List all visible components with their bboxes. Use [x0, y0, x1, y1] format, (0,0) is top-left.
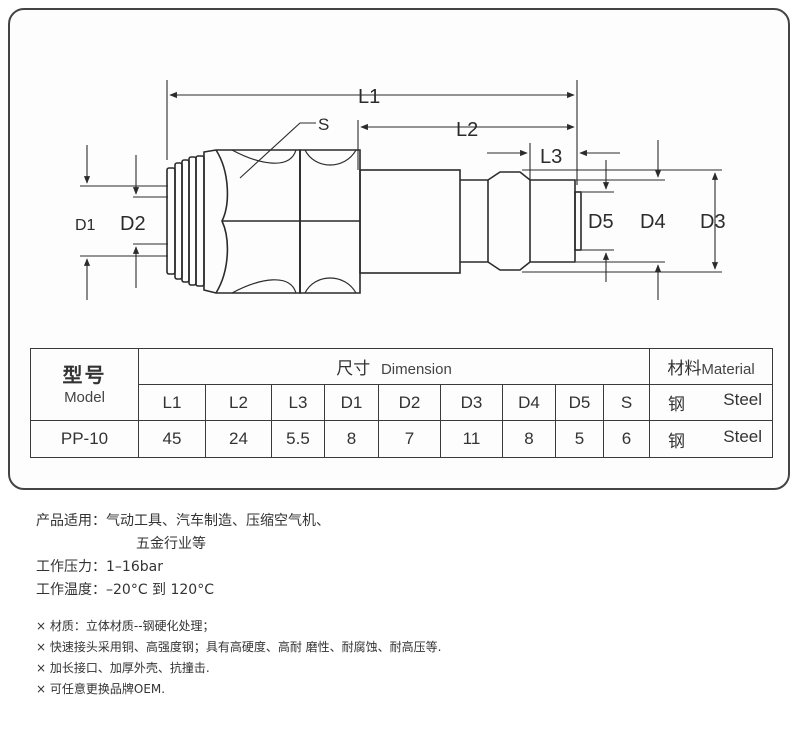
column-header: L2 [205, 384, 272, 421]
material-cell: 钢 Steel [649, 420, 774, 458]
column-header: L1 [138, 384, 206, 421]
value-cell: 24 [205, 420, 272, 458]
coupler-technical-drawing: L1 L2 L3 S D1 D2 D5 D4 D3 [75, 80, 726, 300]
temperature-value: –20°C 到 120°C [106, 582, 214, 598]
label-s: S [318, 115, 329, 134]
label-d4: D4 [640, 211, 666, 233]
bullet-note: × 加长接口、加厚外壳、抗撞击. [36, 661, 210, 675]
product-notes: 产品适用：气动工具、汽车制造、压缩空气机、 五金行业等 工作压力：1–16bar… [36, 510, 776, 700]
temperature-line: 工作温度：–20°C 到 120°C [36, 579, 776, 602]
label-d3: D3 [700, 211, 726, 233]
material-subheader-en: Steel [723, 390, 763, 409]
bullet-note: × 快速接头采用铜、高强度钢；具有高硬度、高耐 磨性、耐腐蚀、耐高压等. [36, 640, 442, 654]
hex-nut-body [203, 149, 361, 294]
column-header: D1 [324, 384, 379, 421]
pressure-value: 1–16bar [106, 559, 163, 575]
value-cell: 5 [555, 420, 604, 458]
material-header-cell: 材料Material [649, 348, 774, 385]
application-line-2: 五金行业等 [36, 533, 776, 556]
material-cell-en: Steel [723, 426, 763, 446]
application-label: 产品适用： [36, 513, 106, 529]
model-cell: PP-10 [30, 420, 139, 458]
application-line: 产品适用：气动工具、汽车制造、压缩空气机、 [36, 510, 776, 533]
value-cell: 8 [324, 420, 379, 458]
label-l2: L2 [456, 119, 478, 141]
value-cell: 8 [502, 420, 556, 458]
application-text-2: 五金行业等 [136, 536, 206, 552]
dimension-header-zh: 尺寸 [336, 359, 371, 378]
material-cell-zh: 钢 [668, 431, 686, 451]
value-cell: 11 [440, 420, 503, 458]
label-d1: D1 [75, 217, 96, 234]
application-text-1: 气动工具、汽车制造、压缩空气机、 [106, 513, 330, 529]
label-l3: L3 [540, 146, 562, 168]
label-d5: D5 [588, 211, 614, 233]
bullet-note: × 材质：立体材质--钢硬化处理； [36, 619, 215, 633]
column-header: S [602, 384, 651, 421]
value-cell: 7 [378, 420, 441, 458]
column-header: L3 [271, 384, 325, 421]
value-cell: 45 [138, 420, 206, 458]
column-header: D4 [502, 384, 556, 421]
model-header-en: Model [64, 388, 105, 406]
material-subheader-zh: 钢 [668, 395, 686, 414]
material-header-zh: 材料 [667, 359, 702, 378]
table-row: PP-10 45 24 5.5 8 7 11 8 5 6 钢 Steel [30, 420, 774, 458]
temperature-label: 工作温度： [36, 582, 106, 598]
value-cell: 6 [602, 420, 651, 458]
dimension-spec-table: 型号 Model 尺寸 Dimension 材料Material L1 L2 L… [30, 348, 774, 458]
model-header-cell: 型号 Model [30, 348, 139, 421]
column-header: D2 [378, 384, 441, 421]
dimension-header-en: Dimension [380, 361, 452, 378]
material-subheader-cell: 钢 Steel [649, 384, 774, 421]
material-header-en: Material [701, 361, 755, 378]
plug-shank [359, 169, 582, 274]
pressure-label: 工作压力： [36, 559, 106, 575]
value-cell: 5.5 [271, 420, 325, 458]
label-d2: D2 [120, 213, 146, 235]
pressure-line: 工作压力：1–16bar [36, 556, 776, 579]
threaded-end [166, 155, 205, 287]
model-header-zh: 型号 [62, 364, 107, 387]
bullet-note: × 可任意更换品牌OEM. [36, 682, 166, 696]
column-header: D3 [440, 384, 503, 421]
dimension-header-cell: 尺寸 Dimension [137, 348, 651, 385]
column-header: D5 [555, 384, 604, 421]
label-l1: L1 [358, 86, 380, 108]
